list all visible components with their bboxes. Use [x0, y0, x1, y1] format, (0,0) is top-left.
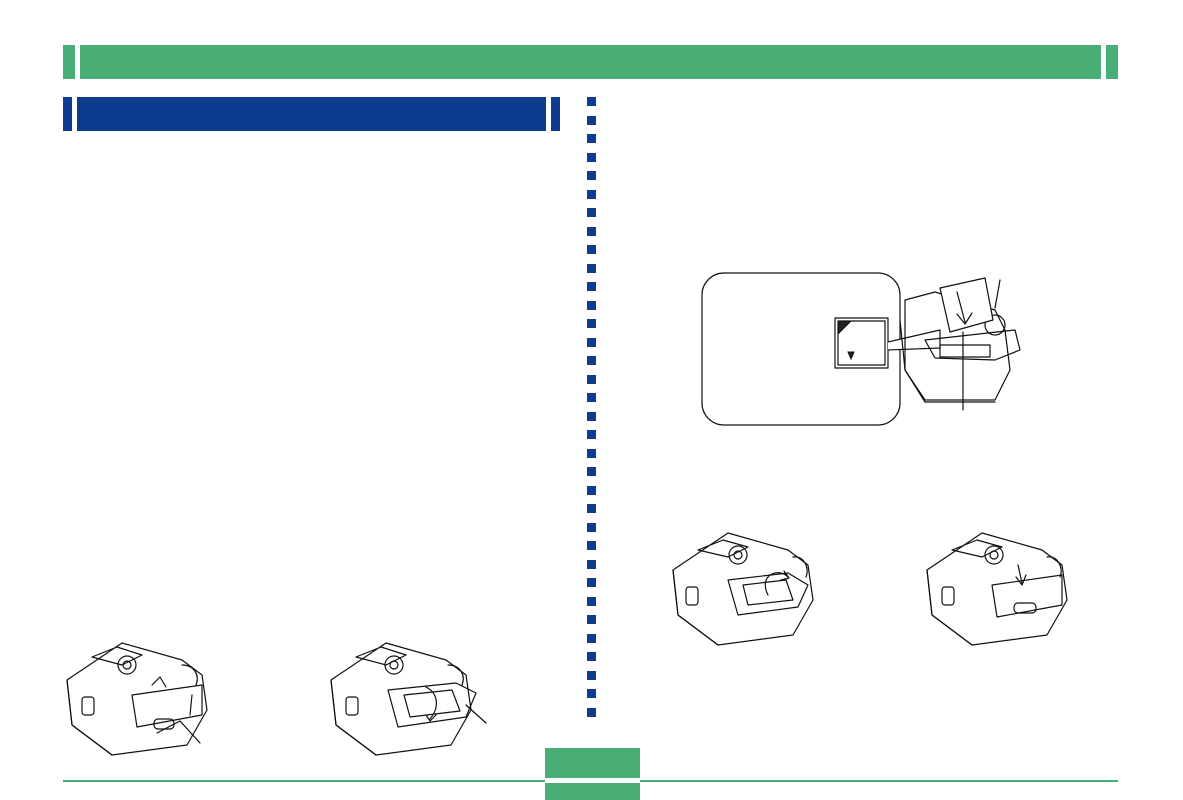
separator-dot	[587, 300, 596, 310]
section-header	[63, 97, 560, 131]
separator-dot	[587, 448, 596, 458]
camera-cover-release-icon	[66, 642, 208, 756]
card-symbol-inner	[837, 320, 886, 366]
closed-cover	[991, 574, 1063, 618]
separator-dot	[587, 189, 596, 199]
separator-dot	[587, 374, 596, 384]
separator-dot	[587, 97, 596, 106]
separator-dot	[587, 652, 596, 661]
header-bar-right-cap	[1106, 45, 1118, 79]
separator-dot	[587, 337, 596, 347]
page-number-tab	[545, 748, 640, 778]
cover-flap	[727, 572, 809, 616]
section-header-right-cap	[551, 97, 560, 131]
strap-lug	[685, 586, 699, 606]
separator-dot	[587, 430, 596, 439]
separator-dot	[587, 596, 596, 606]
press-arrow	[1015, 564, 1027, 586]
separator-dot	[587, 485, 596, 495]
separator-dot	[587, 319, 596, 328]
close-arrow	[764, 572, 789, 596]
separator-dot	[587, 171, 596, 180]
open-arrow	[151, 676, 167, 688]
open-arrow	[425, 686, 437, 720]
separator-dot	[587, 467, 596, 476]
camera-body-outline	[66, 642, 208, 756]
separator-dot	[587, 504, 596, 513]
strap-lug	[81, 696, 95, 716]
slide-arrow	[156, 720, 181, 734]
separator-dot	[587, 522, 596, 532]
camera-cover-close-icon	[672, 532, 814, 646]
strap-lug	[345, 696, 359, 716]
memory-card	[939, 277, 994, 333]
insert-arrow	[956, 291, 973, 325]
separator-dot	[587, 208, 596, 217]
header-bar-left-cap	[63, 45, 75, 79]
strap-lug	[941, 586, 955, 606]
leader-line	[179, 720, 201, 744]
separator-dot	[587, 615, 596, 624]
camera-cover-open-icon	[330, 642, 487, 756]
page-number-tab-base	[545, 783, 640, 800]
section-title	[77, 97, 546, 131]
cover-latch	[1013, 602, 1037, 614]
callout-pointer	[887, 329, 941, 351]
separator-dot	[587, 115, 596, 125]
footer-rule-left	[63, 780, 545, 782]
separator-dot	[587, 356, 596, 365]
leader-line-top	[994, 279, 1001, 309]
header-bar-body	[80, 45, 1101, 79]
separator-dot	[587, 633, 596, 643]
column-separator	[587, 97, 597, 721]
top-header-bar	[63, 45, 1118, 79]
card-arrow-mark	[847, 351, 855, 361]
separator-dot	[587, 541, 596, 550]
camera-card-slot-icon	[701, 272, 1021, 426]
separator-dot	[587, 263, 596, 273]
separator-dot	[587, 689, 596, 698]
leader-line	[465, 704, 487, 724]
camera-cover-latch-icon	[926, 532, 1068, 646]
separator-dot	[587, 559, 596, 569]
separator-dot	[587, 134, 596, 143]
separator-dot	[587, 670, 596, 680]
separator-dot	[587, 282, 596, 291]
closed-cover	[131, 684, 203, 728]
cover-open-flap	[924, 329, 1021, 361]
separator-dot	[587, 226, 596, 236]
separator-dot	[587, 578, 596, 587]
separator-dot	[587, 152, 596, 162]
footer-rule-right	[640, 780, 1118, 782]
separator-dot	[587, 411, 596, 421]
separator-dot	[587, 707, 596, 717]
separator-dot	[587, 245, 596, 254]
card-corner-mark	[837, 320, 853, 336]
section-header-left-cap	[63, 97, 72, 131]
cover-flap	[387, 682, 477, 728]
separator-dot	[587, 393, 596, 402]
